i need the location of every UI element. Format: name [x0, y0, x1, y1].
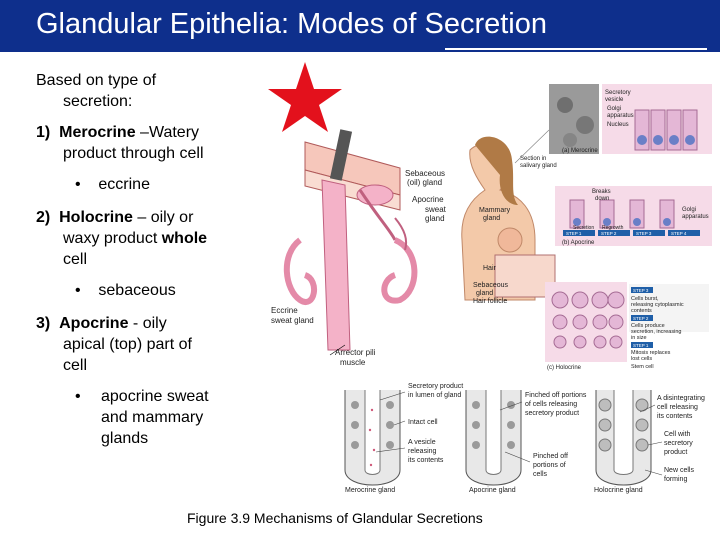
svg-text:Mammary: Mammary [479, 207, 511, 214]
skin-diagram: Sebaceous (oil) gland Apocrine sweat gla… [271, 129, 447, 367]
item-merocrine: 1) Merocrine –Watery product through cel… [36, 124, 204, 162]
svg-text:Stem cell: Stem cell [631, 364, 654, 370]
svg-text:STEP 3: STEP 3 [633, 288, 649, 293]
svg-text:Breaks: Breaks [592, 189, 611, 195]
svg-text:Apocrine gland: Apocrine gland [469, 487, 516, 494]
secretion-figure: Sebaceous (oil) gland Apocrine sweat gla… [268, 62, 712, 494]
svg-text:New cells: New cells [664, 467, 694, 474]
svg-text:STEP 2: STEP 2 [601, 231, 617, 236]
svg-text:Finched off portions: Finched off portions [525, 392, 587, 399]
svg-text:Intact cell: Intact cell [408, 419, 438, 426]
svg-text:Pinched off: Pinched off [533, 453, 568, 460]
svg-text:secretory product: secretory product [525, 410, 579, 417]
svg-text:sweat: sweat [425, 205, 447, 214]
svg-text:Hair: Hair [483, 265, 497, 272]
svg-text:Regrowth: Regrowth [602, 225, 624, 231]
svg-text:its contents: its contents [657, 413, 693, 420]
svg-text:STEP 1: STEP 1 [566, 231, 582, 236]
svg-text:Secretory: Secretory [605, 90, 631, 96]
svg-text:Merocrine gland: Merocrine gland [345, 487, 395, 494]
svg-text:Cells burst,: Cells burst, [631, 296, 659, 302]
panel-apocrine: Breaks down Golgi apparatus Secretion Re… [555, 186, 712, 246]
svg-text:Secretion: Secretion [573, 225, 594, 231]
svg-text:Secretory product: Secretory product [408, 383, 463, 390]
svg-text:Section in: Section in [520, 156, 546, 162]
svg-text:Apocrine: Apocrine [412, 195, 444, 204]
svg-text:its contents: its contents [408, 457, 444, 464]
svg-text:gland: gland [476, 290, 493, 297]
svg-text:down: down [595, 196, 609, 202]
svg-text:A disintegrating: A disintegrating [657, 395, 705, 402]
item-holocrine: 2) Holocrine – oily or waxy product whol… [36, 209, 208, 268]
svg-text:Arrector pili: Arrector pili [335, 348, 376, 357]
svg-text:(b) Apocrine: (b) Apocrine [562, 240, 595, 246]
example-apocrine: • apocrine sweat and mammary glands [75, 388, 209, 447]
svg-text:Holocrine gland: Holocrine gland [594, 487, 643, 494]
svg-text:Nucleus: Nucleus [607, 122, 629, 128]
svg-text:(oil) gland: (oil) gland [407, 178, 442, 187]
gland-drawings: Merocrine gland Apocrine gland Holocrine… [344, 383, 705, 494]
svg-text:(c) Holocrine: (c) Holocrine [547, 365, 582, 371]
svg-text:secretion, increasing: secretion, increasing [631, 329, 681, 335]
svg-text:salivary gland: salivary gland [520, 163, 557, 169]
svg-text:Golgi: Golgi [607, 106, 621, 112]
svg-text:gland: gland [425, 214, 445, 223]
slide-title: Glandular Epithelia: Modes of Secretion [36, 8, 548, 40]
bullet-list: Based on type of secretion: 1) Merocrine… [36, 70, 241, 461]
svg-text:apparatus: apparatus [682, 214, 709, 220]
svg-text:Hair follicle: Hair follicle [473, 298, 507, 305]
svg-text:sweat gland: sweat gland [271, 316, 314, 325]
title-bar: Glandular Epithelia: Modes of Secretion [0, 0, 720, 52]
svg-text:portions of: portions of [533, 462, 566, 469]
svg-text:lost cells: lost cells [631, 356, 652, 362]
svg-text:apparatus: apparatus [607, 113, 634, 119]
svg-text:in size: in size [631, 335, 647, 341]
svg-text:cell releasing: cell releasing [657, 404, 698, 411]
svg-text:(a) Merocrine: (a) Merocrine [562, 148, 598, 154]
svg-text:Sebaceous: Sebaceous [473, 282, 509, 289]
svg-text:contents: contents [631, 308, 652, 314]
panel-merocrine: Secretory vesicle Golgi apparatus Nucleu… [514, 84, 712, 169]
svg-text:STEP 3: STEP 3 [636, 231, 652, 236]
merocrine-gland: Merocrine gland [344, 390, 401, 494]
woman-illustration: Mammary gland Hair Sebaceous gland Hair … [461, 136, 556, 305]
svg-text:forming: forming [664, 476, 687, 483]
svg-text:STEP 4: STEP 4 [671, 231, 687, 236]
svg-text:releasing cytoplasmic: releasing cytoplasmic [631, 302, 684, 308]
panel-holocrine: STEP 3 Cells burst, releasing cytoplasmi… [545, 282, 709, 371]
svg-text:STEP 1: STEP 1 [633, 343, 649, 348]
example-sebaceous: • sebaceous [75, 282, 176, 299]
svg-text:Sebaceous: Sebaceous [405, 169, 445, 178]
intro-text: Based on type of secretion: [36, 72, 157, 110]
apocrine-gland: Apocrine gland [465, 390, 522, 494]
svg-text:Golgi: Golgi [682, 207, 696, 213]
title-underline [445, 48, 707, 50]
svg-text:in lumen of gland: in lumen of gland [408, 392, 461, 399]
svg-text:product: product [664, 449, 687, 456]
star-icon [268, 62, 342, 132]
svg-text:secretory: secretory [664, 440, 693, 447]
svg-text:STEP 2: STEP 2 [633, 316, 649, 321]
svg-text:of cells releasing: of cells releasing [525, 401, 577, 408]
svg-text:gland: gland [483, 215, 500, 222]
svg-text:Mitosis replaces: Mitosis replaces [631, 350, 671, 356]
svg-text:Eccrine: Eccrine [271, 306, 298, 315]
svg-text:releasing: releasing [408, 448, 437, 455]
holocrine-gland: Holocrine gland [594, 390, 652, 494]
svg-text:Cells produce: Cells produce [631, 323, 665, 329]
svg-text:vesicle: vesicle [605, 97, 624, 103]
figure-caption: Figure 3.9 Mechanisms of Glandular Secre… [187, 510, 483, 526]
svg-text:Cell with: Cell with [664, 431, 691, 438]
item-apocrine: 3) Apocrine - oily apical (top) part of … [36, 315, 192, 374]
svg-text:muscle: muscle [340, 358, 366, 367]
example-eccrine: • eccrine [75, 176, 150, 193]
svg-text:A vesicle: A vesicle [408, 439, 436, 446]
svg-text:cells: cells [533, 471, 548, 478]
